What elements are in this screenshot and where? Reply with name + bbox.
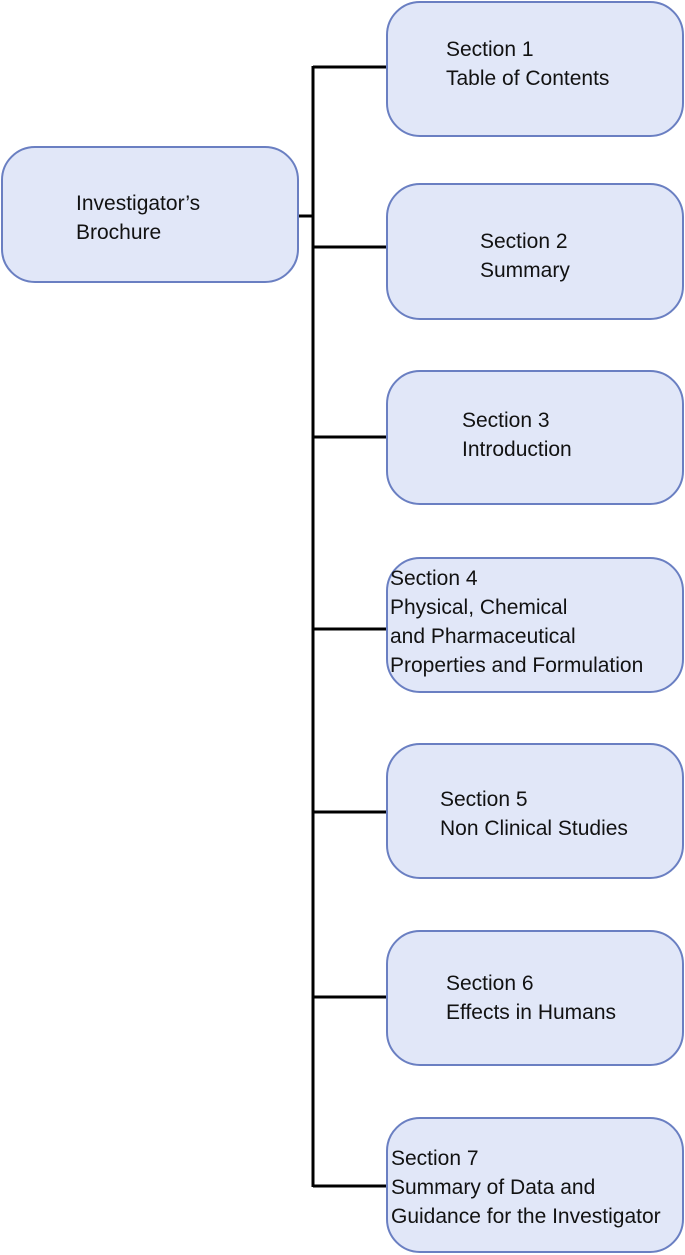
section-1-label-line-1: Section 1	[446, 38, 534, 61]
section-1-label: Section 1 Table of Contents	[446, 35, 609, 93]
section-node-2: Section 2 Summary	[386, 183, 684, 320]
root-node-label: Investigator’s Brochure	[76, 189, 200, 247]
section-node-7: Section 7 Summary of Data and Guidance f…	[386, 1117, 684, 1253]
section-2-label: Section 2 Summary	[480, 227, 570, 285]
section-5-label-line-2: Non Clinical Studies	[440, 817, 628, 840]
section-2-label-line-1: Section 2	[480, 230, 568, 253]
section-6-label-line-1: Section 6	[446, 972, 534, 995]
section-4-label-line-2: Physical, Chemical	[390, 596, 568, 619]
root-label-line-1: Investigator’s	[76, 192, 201, 215]
section-1-label-line-2: Table of Contents	[446, 67, 610, 90]
section-7-label-line-1: Section 7	[391, 1147, 479, 1170]
section-3-label: Section 3 Introduction	[462, 406, 572, 464]
section-6-label: Section 6 Effects in Humans	[446, 969, 616, 1027]
root-node-investigators-brochure: Investigator’s Brochure	[1, 146, 299, 283]
section-7-label-line-3: Guidance for the Investigator	[391, 1205, 661, 1228]
section-3-label-line-1: Section 3	[462, 409, 550, 432]
section-4-label-line-3: and Pharmaceutical	[390, 625, 576, 648]
section-node-4: Section 4 Physical, Chemical and Pharmac…	[386, 557, 684, 693]
section-node-5: Section 5 Non Clinical Studies	[386, 743, 684, 879]
section-7-label: Section 7 Summary of Data and Guidance f…	[391, 1144, 661, 1231]
root-label-line-2: Brochure	[76, 221, 162, 244]
section-4-label: Section 4 Physical, Chemical and Pharmac…	[390, 564, 643, 680]
section-node-3: Section 3 Introduction	[386, 370, 684, 505]
section-5-label: Section 5 Non Clinical Studies	[440, 785, 628, 843]
section-4-label-line-1: Section 4	[390, 567, 478, 590]
section-5-label-line-1: Section 5	[440, 788, 528, 811]
section-3-label-line-2: Introduction	[462, 438, 572, 461]
section-6-label-line-2: Effects in Humans	[446, 1001, 617, 1024]
section-7-label-line-2: Summary of Data and	[391, 1176, 596, 1199]
section-node-6: Section 6 Effects in Humans	[386, 930, 684, 1066]
section-node-1: Section 1 Table of Contents	[386, 1, 684, 137]
section-4-label-line-4: Properties and Formulation	[390, 654, 644, 677]
section-2-label-line-2: Summary	[480, 259, 570, 282]
